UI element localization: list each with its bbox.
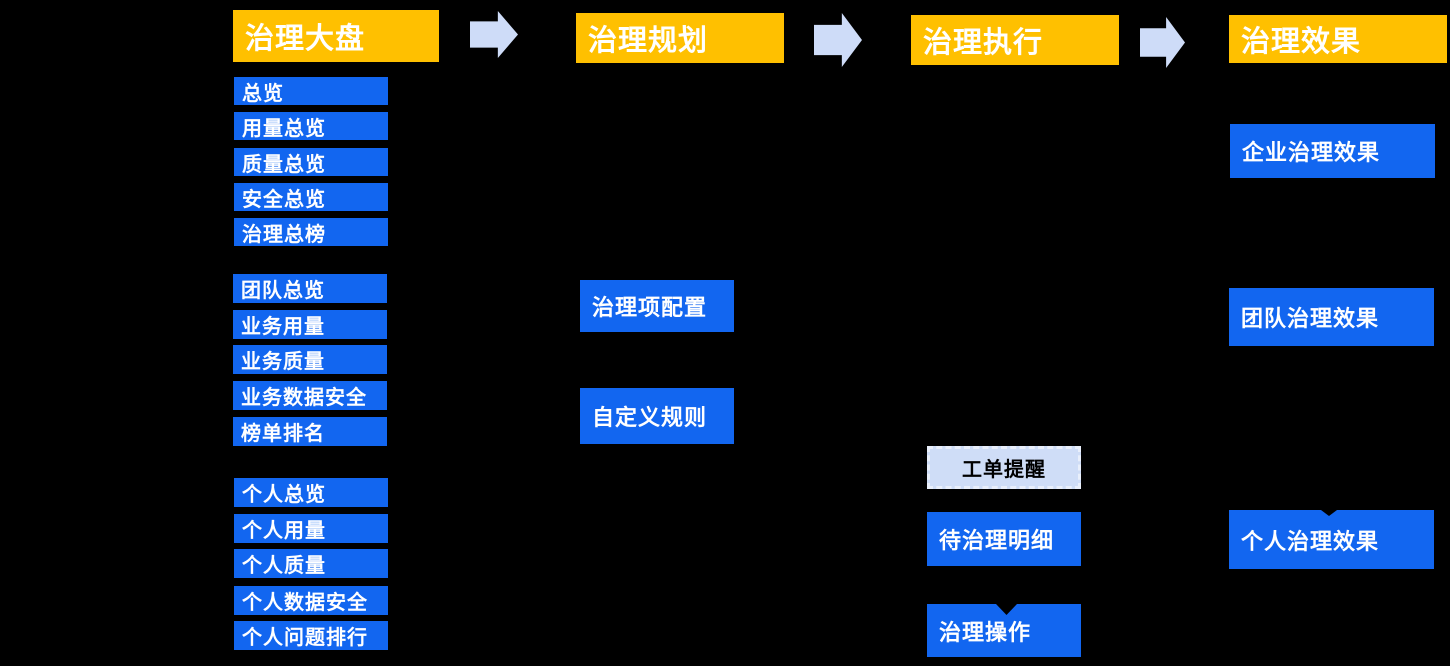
node-personal-usage: 个人用量 bbox=[234, 514, 388, 543]
node-team-governance-effect: 团队治理效果 bbox=[1229, 288, 1434, 346]
node-quality-overview: 质量总览 bbox=[234, 148, 388, 176]
connector-arrow-icon bbox=[996, 604, 1017, 615]
node-business-usage: 业务用量 bbox=[233, 310, 387, 339]
node-business-quality: 业务质量 bbox=[233, 345, 387, 374]
node-personal-issue-ranking: 个人问题排行 bbox=[234, 621, 388, 650]
node-business-data-security: 业务数据安全 bbox=[233, 381, 387, 410]
flow-arrow-icon bbox=[1140, 17, 1185, 68]
node-governance-ranking: 治理总榜 bbox=[234, 218, 388, 246]
node-overview: 总览 bbox=[234, 77, 388, 105]
flow-arrow-icon bbox=[814, 13, 862, 67]
node-ranking-list: 榜单排名 bbox=[233, 417, 387, 446]
node-personal-quality: 个人质量 bbox=[234, 549, 388, 578]
flow-arrow-icon bbox=[470, 11, 518, 58]
node-governance-item-config: 治理项配置 bbox=[580, 280, 734, 332]
header-governance-planning: 治理规划 bbox=[576, 13, 784, 63]
header-governance-execution: 治理执行 bbox=[911, 15, 1119, 65]
node-security-overview: 安全总览 bbox=[234, 183, 388, 211]
node-team-overview: 团队总览 bbox=[233, 274, 387, 303]
connector-arrow-icon bbox=[1321, 510, 1337, 516]
header-governance-dashboard: 治理大盘 bbox=[233, 10, 439, 62]
node-personal-data-security: 个人数据安全 bbox=[234, 586, 388, 615]
node-personal-overview: 个人总览 bbox=[234, 478, 388, 507]
header-governance-effect: 治理效果 bbox=[1229, 15, 1447, 63]
node-custom-rules: 自定义规则 bbox=[580, 388, 734, 444]
node-ticket-reminder: 工单提醒 bbox=[927, 446, 1081, 489]
node-pending-governance-detail: 待治理明细 bbox=[927, 512, 1081, 566]
node-enterprise-governance-effect: 企业治理效果 bbox=[1230, 124, 1435, 178]
node-usage-overview: 用量总览 bbox=[234, 112, 388, 140]
node-governance-operation: 治理操作 bbox=[927, 604, 1081, 657]
node-personal-governance-effect: 个人治理效果 bbox=[1229, 510, 1434, 569]
